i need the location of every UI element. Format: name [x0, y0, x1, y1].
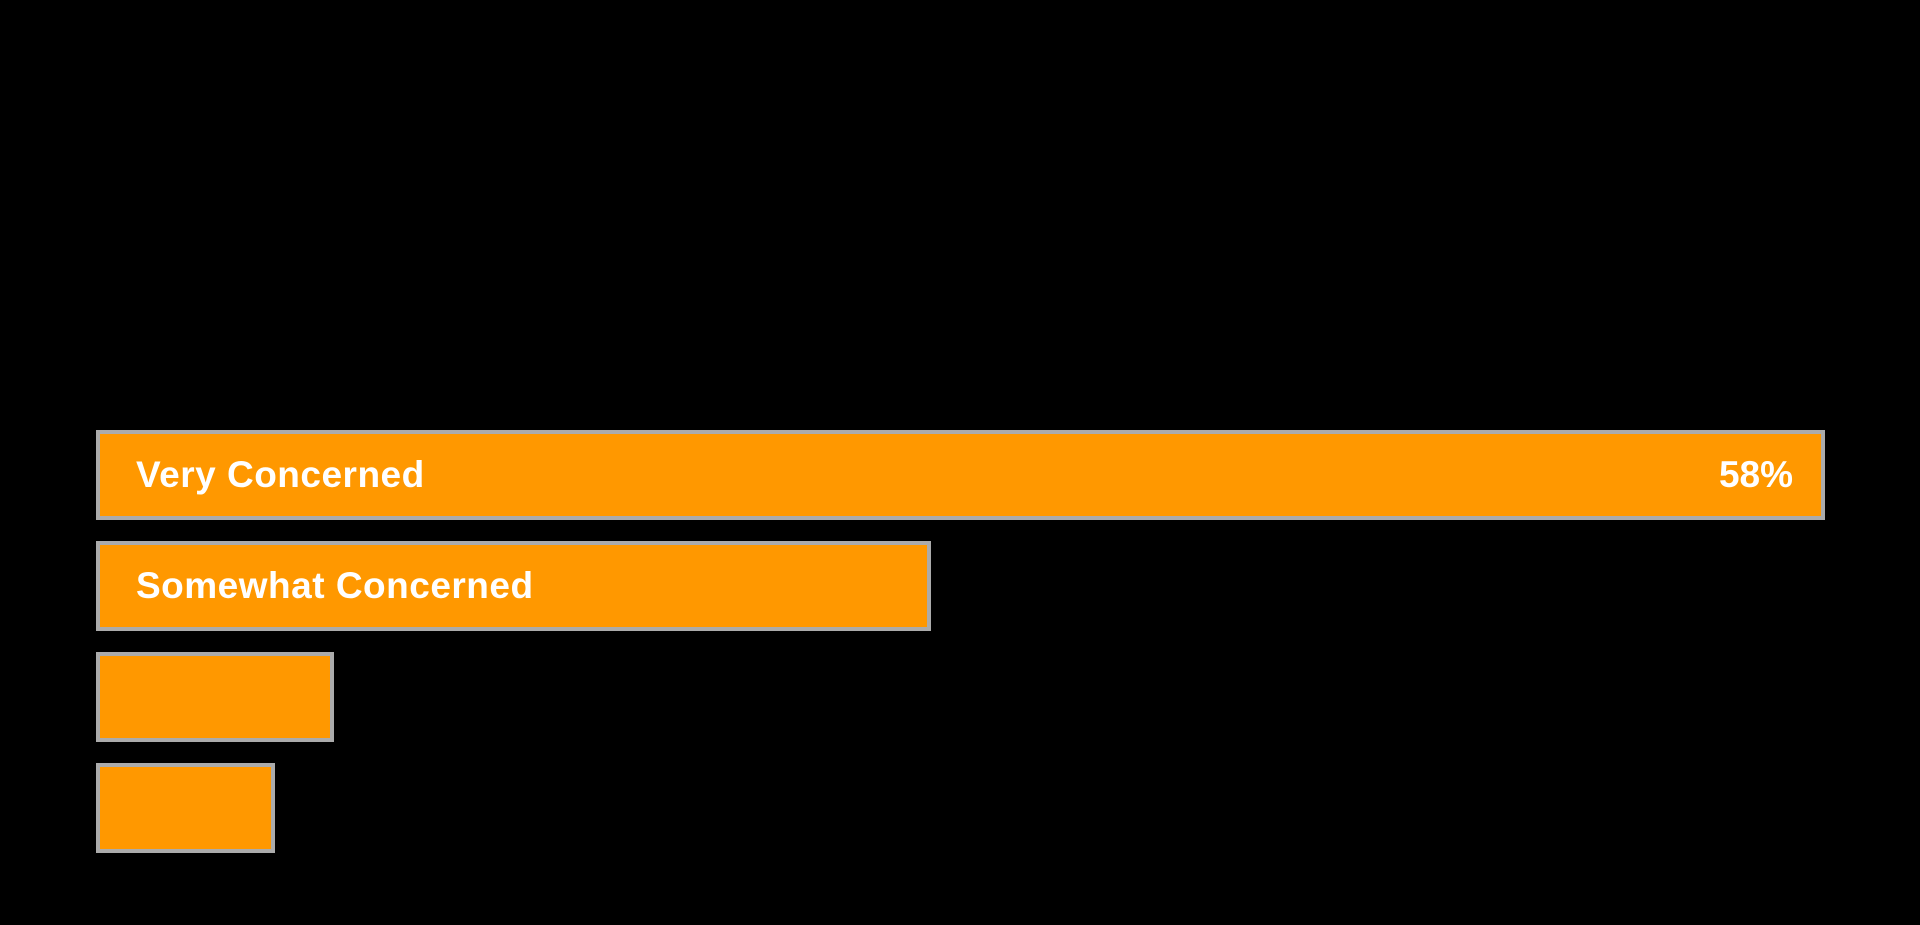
bar — [96, 763, 275, 853]
bar-chart: Very Concerned 58% Somewhat Concerned — [96, 430, 1825, 874]
bar-row: Somewhat Concerned — [96, 541, 1825, 631]
bar-value-label: 58% — [1718, 454, 1793, 495]
bar-row: Very Concerned 58% — [96, 430, 1825, 520]
bar-row — [96, 763, 1825, 853]
bar: Very Concerned 58% — [96, 430, 1825, 520]
bar: Somewhat Concerned — [96, 541, 931, 631]
bar-label: Very Concerned — [136, 454, 425, 495]
bar-label: Somewhat Concerned — [136, 565, 534, 606]
bar-row — [96, 652, 1825, 742]
bar — [96, 652, 335, 742]
